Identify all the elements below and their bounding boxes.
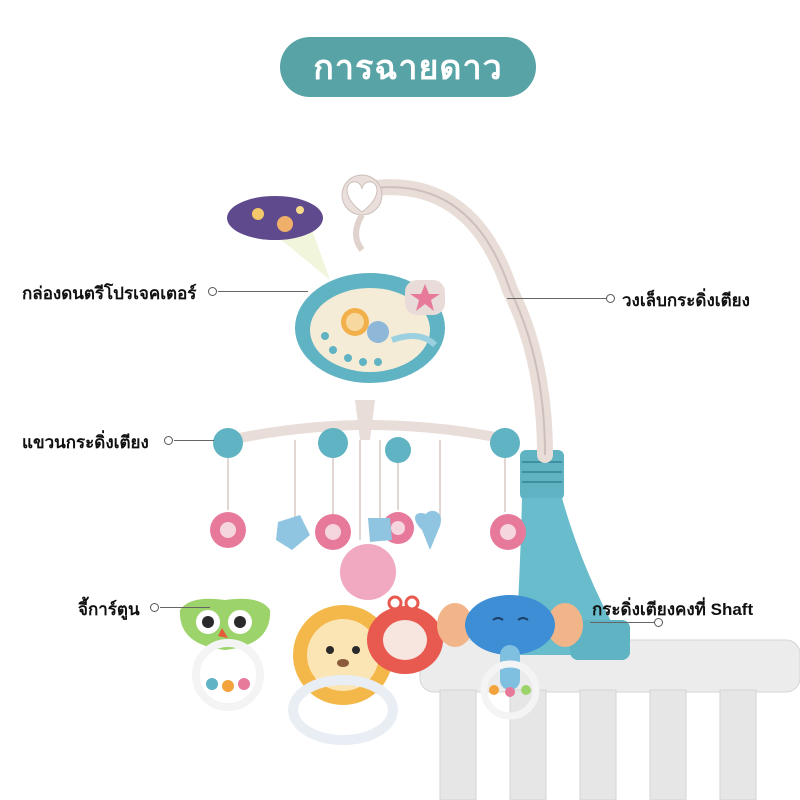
star-icon <box>410 284 440 311</box>
callout-dot-hanger <box>164 436 173 445</box>
callout-line-hanger <box>174 440 214 441</box>
callout-dot-cartoon-pendant <box>150 603 159 612</box>
label-hanger: แขวนกระดิ่งเตียง <box>22 433 149 452</box>
heart-icon <box>346 181 378 213</box>
crib-rail <box>419 639 800 800</box>
label-cartoon-pendant: จี้การ์ตูน <box>78 600 140 619</box>
callout-dot-shaft <box>654 618 663 627</box>
callout-line-cartoon-pendant <box>160 607 210 608</box>
label-shaft: กระดิ่งเตียงคงที่ Shaft <box>592 600 754 619</box>
owl-pendant <box>179 598 271 711</box>
callout-line-projector-box <box>218 291 308 292</box>
flower-charms <box>210 512 526 550</box>
label-clamp-arm: วงเล็บกระดิ่งเตียง <box>622 291 750 310</box>
callout-line-shaft <box>590 622 655 623</box>
projection-image <box>227 196 323 240</box>
hanger-bar <box>213 400 520 463</box>
projector-music-box <box>295 273 445 383</box>
lion-pendant <box>288 605 398 745</box>
page-title: การฉายดาว <box>280 37 536 97</box>
callout-dot-clamp-arm <box>606 294 615 303</box>
callout-line-clamp-arm <box>507 298 607 299</box>
crab-pendant <box>367 595 443 674</box>
elephant-pendant <box>437 595 583 720</box>
label-projector-box: กล่องดนตรีโปรเจคเตอร์ <box>22 284 197 303</box>
callout-dot-projector-box <box>208 287 217 296</box>
